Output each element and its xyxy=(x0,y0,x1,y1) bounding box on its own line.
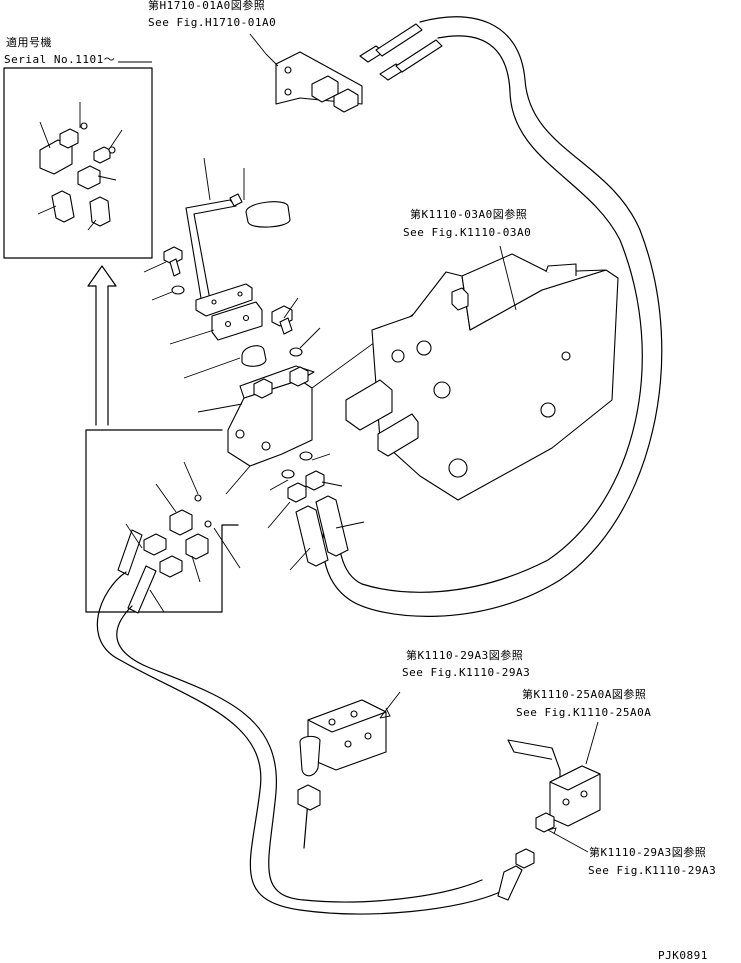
ref-k1110-29-en: See Fig.K1110-29A3 xyxy=(402,666,530,679)
lower-block xyxy=(297,691,401,811)
top-bracket xyxy=(249,33,363,113)
ref-h1710-jp: 第H1710-01A0図参照 xyxy=(148,0,265,12)
inset-arrow xyxy=(87,265,117,426)
top-hoses xyxy=(359,23,443,81)
serial-inset xyxy=(3,61,153,259)
right-bracket xyxy=(497,721,601,901)
ref-k1110-03-en: See Fig.K1110-03A0 xyxy=(403,226,531,239)
drawing-code: PJK0891 xyxy=(658,949,708,962)
serial-label-en: Serial No.1101～ xyxy=(4,53,115,66)
ref-k1110-29b-en: See Fig.K1110-29A3 xyxy=(588,864,716,877)
frame-plate xyxy=(345,245,619,501)
ref-k1110-25-en: See Fig.K1110-25A0A xyxy=(516,706,651,719)
lower-inset xyxy=(85,429,241,614)
ref-k1110-25-jp: 第K1110-25A0A図参照 xyxy=(522,687,646,701)
valve-fittings xyxy=(267,451,365,571)
valve-body xyxy=(197,285,453,495)
serial-label-jp: 適用号機 xyxy=(6,35,52,49)
ref-k1110-29b-jp: 第K1110-29A3図参照 xyxy=(589,845,706,859)
ref-h1710-en: See Fig.H1710-01A0 xyxy=(148,16,276,29)
lever-assembly xyxy=(143,157,321,379)
ref-k1110-03-jp: 第K1110-03A0図参照 xyxy=(410,207,527,221)
ref-k1110-29-jp: 第K1110-29A3図参照 xyxy=(406,648,523,662)
